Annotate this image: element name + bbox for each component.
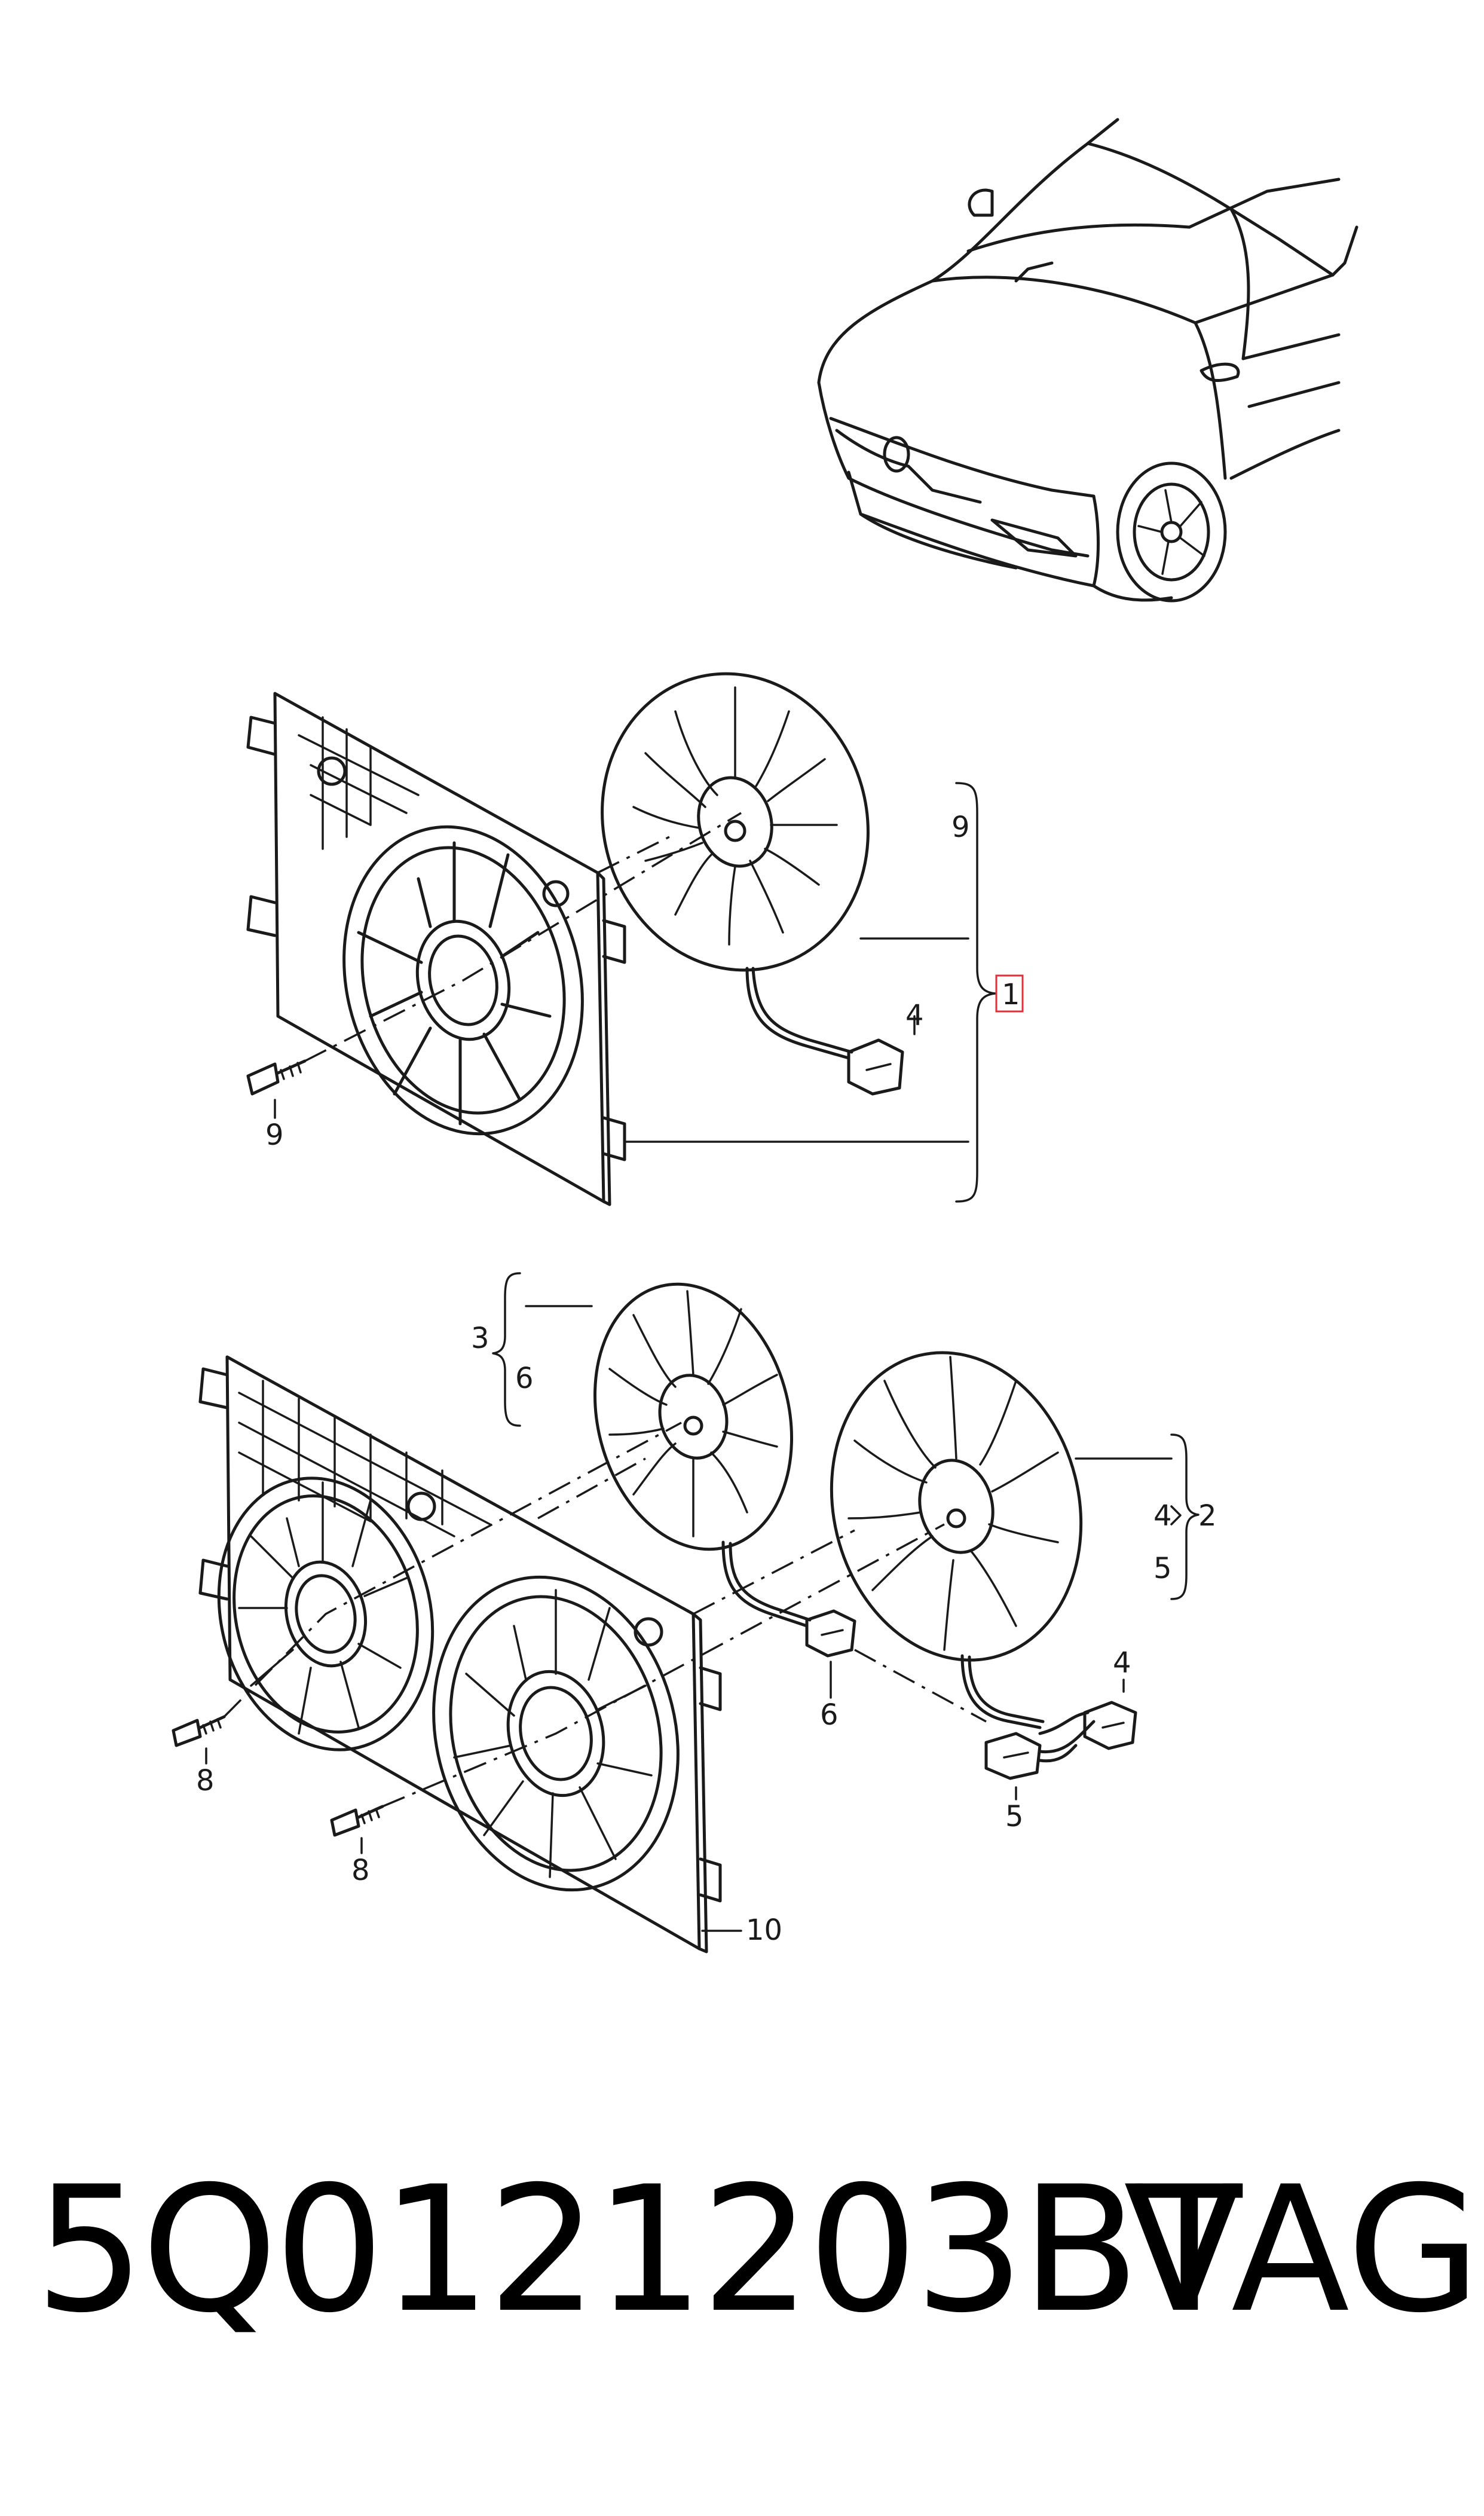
fan-rotor-icon	[601, 672, 870, 972]
callout-8-bolt-right: 8	[351, 1854, 370, 1887]
twin-fan-assembly: 3 6 4 2 5 6 4 5 8 8 10	[172, 1272, 1217, 1954]
brand-name: VAG	[1124, 2150, 1481, 2351]
connector-icon	[1083, 1701, 1137, 1750]
connector-icon	[847, 1038, 904, 1096]
callout-2: 2	[1198, 1499, 1217, 1533]
callout-6-connector: 6	[820, 1698, 839, 1732]
callout-6-rotor: 6	[515, 1362, 534, 1395]
bolt-icon	[246, 1059, 307, 1096]
fan-rotor-icon	[593, 1282, 794, 1551]
part-number: 5Q0121203BT	[35, 2150, 1242, 2351]
callout-5-connector: 5	[1005, 1800, 1024, 1833]
callout-4-rotor: 4	[1153, 1499, 1172, 1533]
connector-icon	[984, 1732, 1042, 1780]
car-illustration	[817, 118, 1358, 603]
callout-5-rotor: 5	[1153, 1552, 1172, 1585]
callout-4-connector: 4	[1113, 1646, 1131, 1680]
callout-9-fan: 9	[951, 811, 970, 844]
bolt-icon	[330, 1805, 384, 1837]
bolt-icon	[172, 1715, 226, 1747]
callout-10: 10	[746, 1913, 782, 1947]
callout-4-connector: 4	[905, 999, 924, 1032]
highlight-box	[995, 974, 1024, 1013]
connector-icon	[805, 1609, 856, 1658]
callout-3: 3	[471, 1322, 489, 1355]
callout-1: 1	[1002, 978, 1020, 1011]
callout-9-bolt: 9	[265, 1118, 284, 1152]
fan-rotor-icon	[830, 1351, 1083, 1662]
single-fan-assembly: 1 9 4 9	[246, 672, 1024, 1206]
callout-8-bolt-left: 8	[196, 1764, 215, 1797]
